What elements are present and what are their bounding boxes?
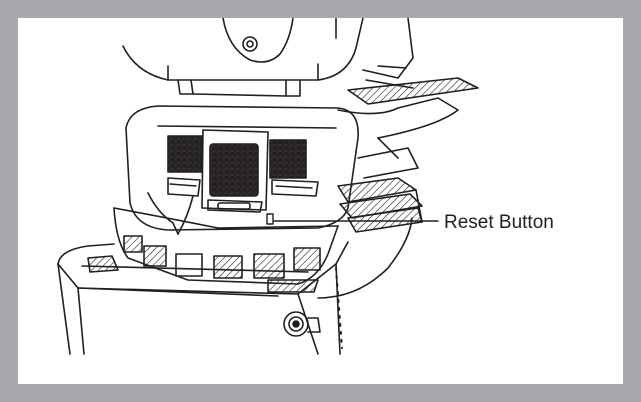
base-tray <box>57 217 413 355</box>
front-basket <box>113 207 339 285</box>
reset-button-label: Reset Button <box>444 212 554 233</box>
reset-button[interactable] <box>266 213 274 225</box>
print-carriage <box>125 105 359 235</box>
platform-grille <box>337 147 423 233</box>
printer-illustration <box>57 18 479 355</box>
figure-frame: Reset Button <box>18 18 623 384</box>
printer-lid <box>122 18 414 97</box>
side-knob <box>283 311 321 337</box>
rear-grille <box>337 77 479 159</box>
